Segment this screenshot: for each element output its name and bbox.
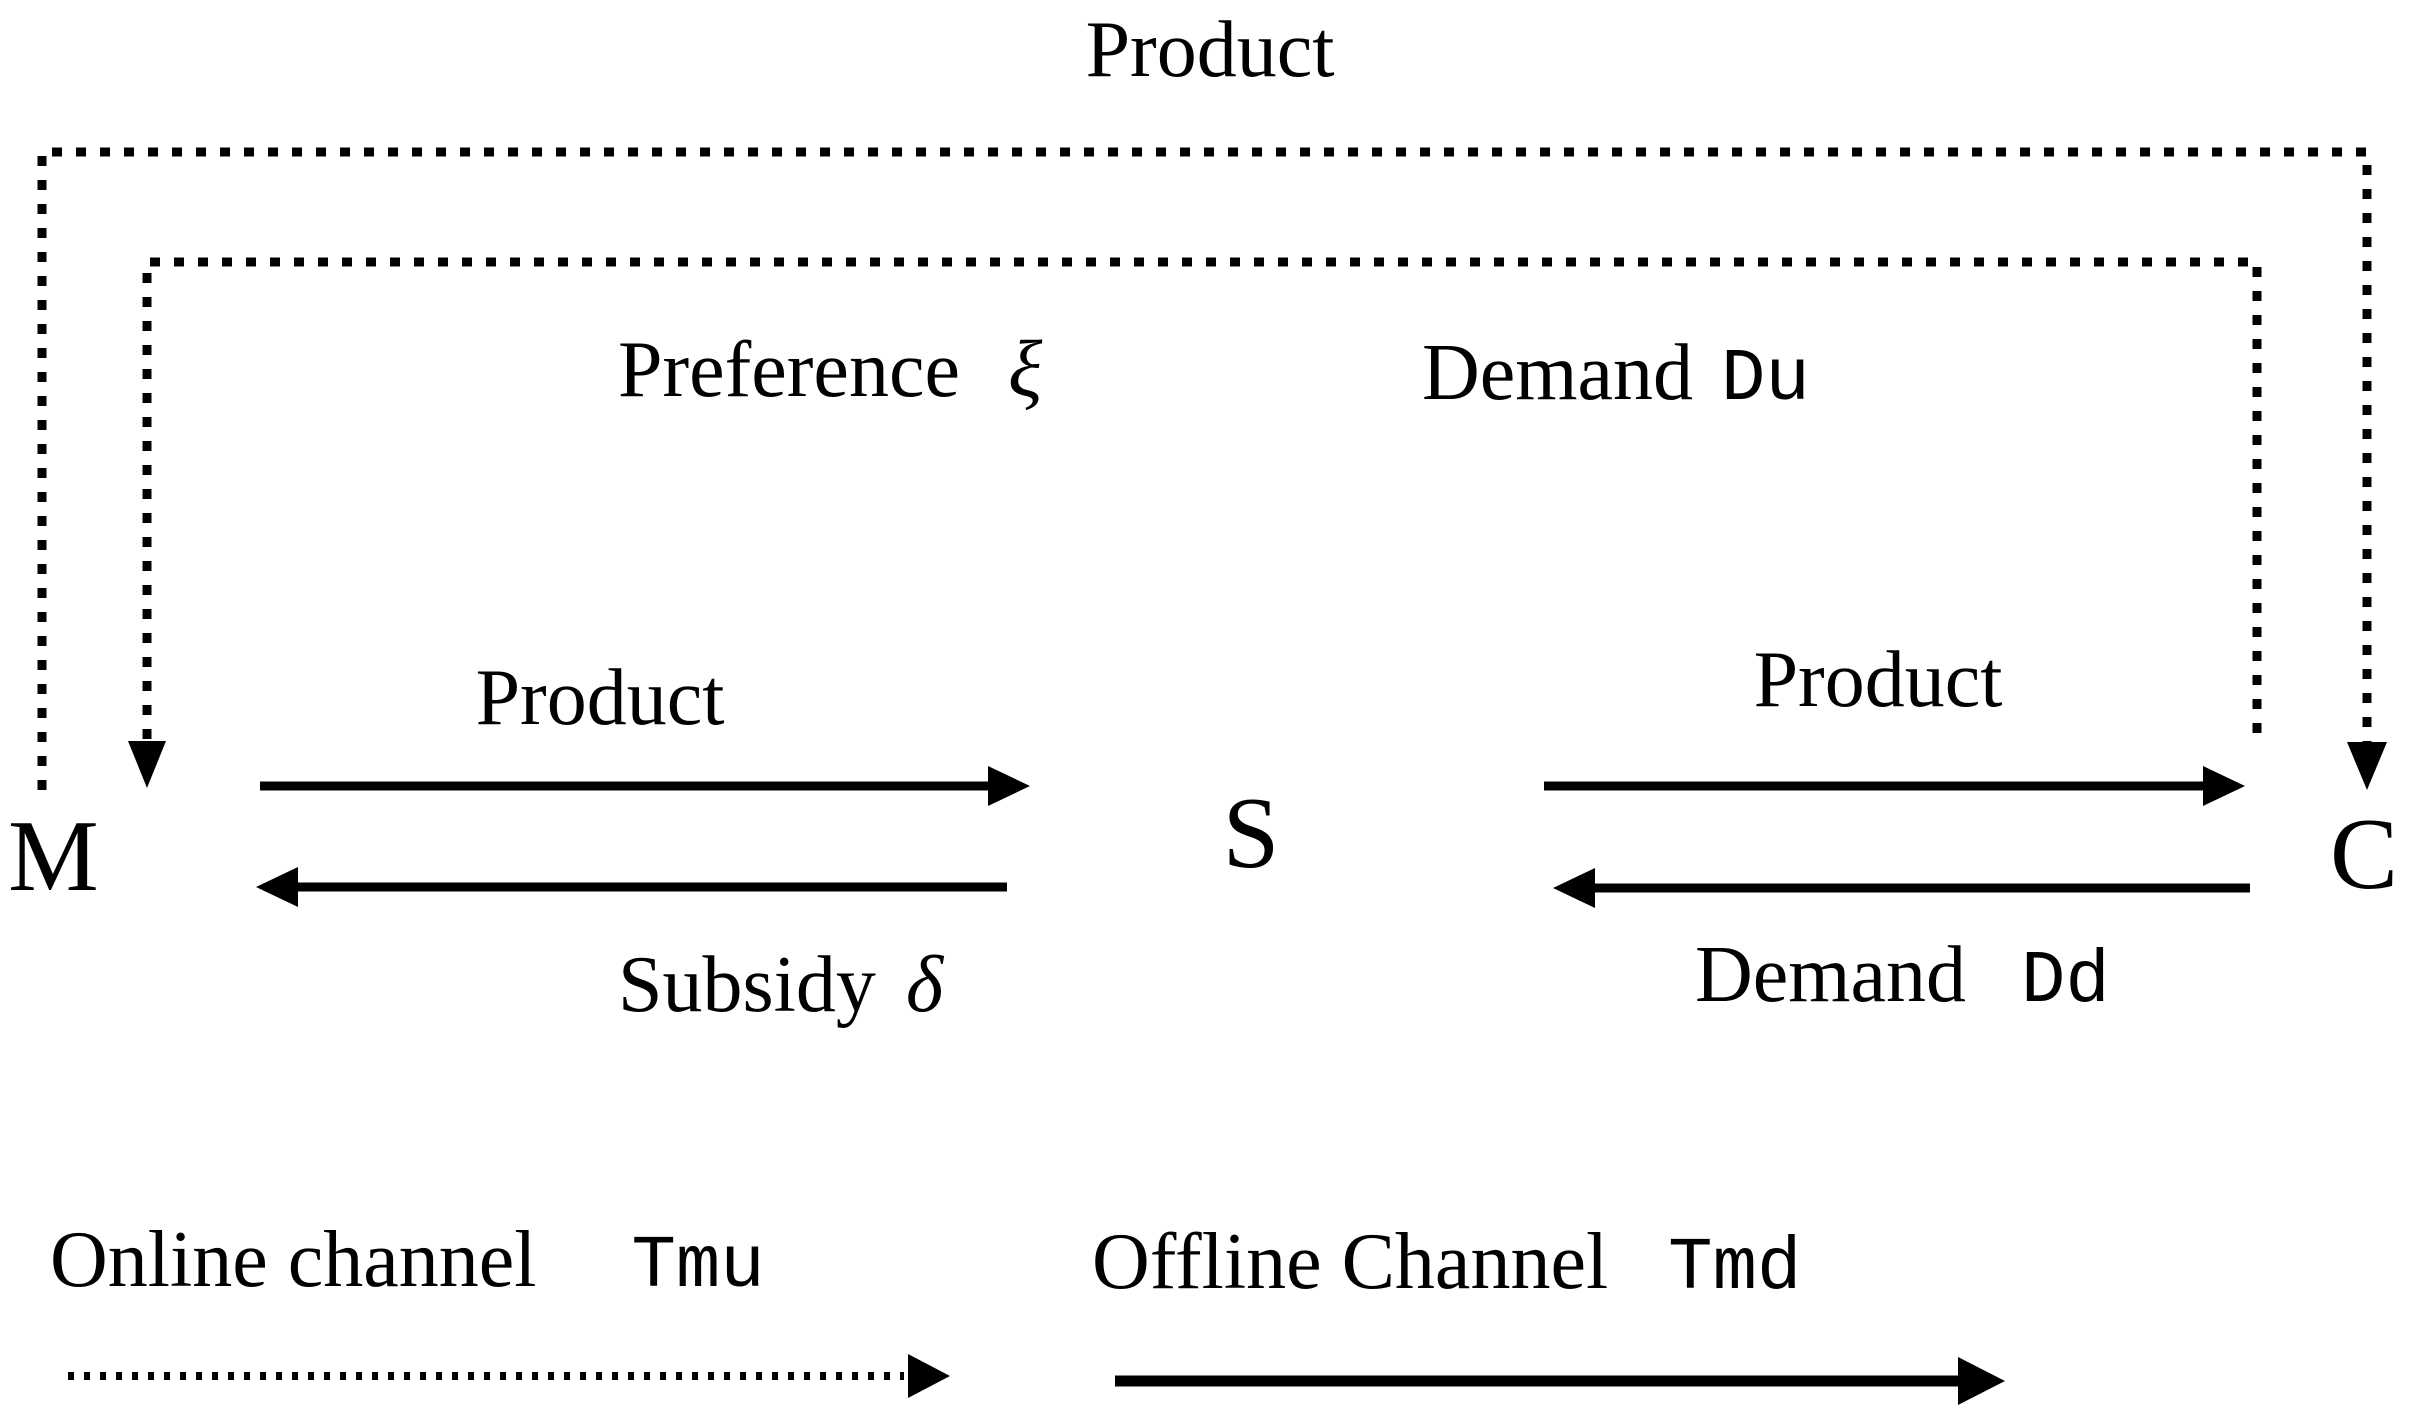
online-product-flow-path bbox=[37, 147, 2372, 790]
offline-channel-arrow-head bbox=[1958, 1357, 2005, 1405]
demand-arrow-right-head bbox=[1553, 868, 1595, 908]
top-product-label: Product bbox=[1085, 6, 1335, 94]
subsidy-symbol-delta: δ bbox=[905, 941, 944, 1029]
product-arrow-right-head bbox=[2203, 766, 2245, 806]
product-arrow-left-head bbox=[988, 766, 1030, 806]
legend-online-text: Online channel bbox=[50, 1216, 537, 1304]
demand-online-symbol-du: Du bbox=[1721, 338, 1810, 422]
product-left-label: Product bbox=[475, 654, 725, 742]
subsidy-arrow-head bbox=[256, 867, 298, 907]
legend-online-symbol-tmu: Tmu bbox=[631, 1225, 765, 1309]
online-product-flow-arrowhead bbox=[2347, 742, 2387, 790]
preference-symbol-xi: ξ bbox=[1007, 326, 1043, 414]
node-consumer: C bbox=[2330, 798, 2399, 911]
legend-offline-symbol-tmd: Tmd bbox=[1668, 1227, 1802, 1311]
preference-text: Preference bbox=[618, 326, 960, 414]
node-manufacturer: M bbox=[8, 800, 99, 913]
legend-offline-text: Offline Channel bbox=[1092, 1218, 1609, 1306]
product-right-label: Product bbox=[1753, 636, 2003, 724]
online-channel-arrow-head bbox=[908, 1354, 950, 1398]
node-supplier: S bbox=[1222, 777, 1280, 890]
subsidy-text: Subsidy bbox=[618, 941, 876, 1029]
demand-online-text: Demand bbox=[1422, 329, 1694, 417]
demand-offline-symbol-dd: Dd bbox=[2021, 940, 2110, 1024]
demand-offline-text: Demand bbox=[1695, 931, 1967, 1019]
info-flow-arrowhead bbox=[128, 741, 166, 788]
